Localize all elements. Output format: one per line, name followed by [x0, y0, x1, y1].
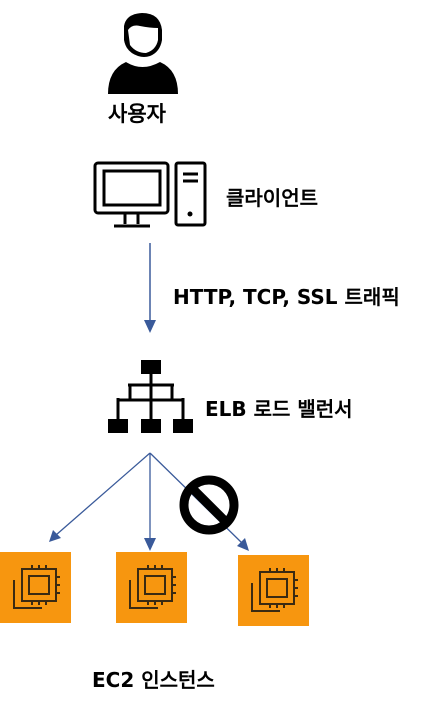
ec2-instance-icon: [251, 568, 298, 612]
ec2-instance-icon: [13, 565, 60, 609]
user-figure: [108, 13, 178, 94]
ec2-instance-1: [0, 552, 71, 623]
client-label: 클라이언트: [226, 186, 318, 210]
ec2-instance-2: [116, 552, 187, 623]
traffic-label: HTTP, TCP, SSL 트래픽: [173, 285, 400, 309]
ec2-instance-icon: [129, 565, 176, 609]
elb-label: ELB 로드 밸런서: [205, 397, 353, 421]
instances-label: EC2 인스턴스: [92, 668, 215, 692]
ec2-instance-3: [238, 555, 309, 626]
user-label: 사용자: [108, 102, 166, 126]
